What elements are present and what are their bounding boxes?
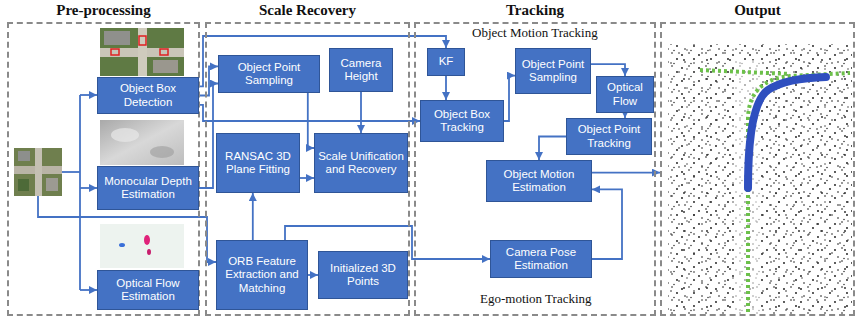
connector bbox=[199, 66, 218, 95]
box-label: ORB Feature Extraction and Matching bbox=[220, 255, 304, 295]
process-box: ORB Feature Extraction and Matching bbox=[216, 240, 308, 310]
process-box: Camera Height bbox=[329, 48, 393, 92]
region-heading: Output bbox=[660, 2, 855, 19]
box-label: Object Box Detection bbox=[101, 82, 195, 108]
input-wire bbox=[38, 95, 216, 290]
box-label: Optical Flow bbox=[600, 81, 650, 107]
connector bbox=[360, 92, 362, 133]
box-label: Scale Unification and Recovery bbox=[318, 150, 404, 176]
detection-image bbox=[100, 28, 184, 76]
output-map bbox=[668, 44, 852, 314]
process-box: Object Point Sampling bbox=[218, 55, 320, 93]
connector bbox=[252, 193, 254, 240]
process-box: KF bbox=[427, 48, 465, 76]
dashed-region: Scale RecoveryObject Point SamplingCamer… bbox=[205, 22, 410, 316]
input-image bbox=[14, 148, 62, 196]
dashed-region: Output bbox=[660, 22, 855, 316]
dashed-region: TrackingKFObject Box TrackingObject Poin… bbox=[414, 22, 656, 316]
region-heading: Pre-processing bbox=[7, 2, 200, 19]
process-box: Object Point Sampling bbox=[515, 48, 591, 94]
box-label: Camera Height bbox=[333, 57, 389, 83]
connector bbox=[539, 137, 566, 161]
box-label: Initialized 3D Points bbox=[322, 262, 404, 288]
section-label: Object Motion Tracking bbox=[470, 25, 600, 41]
process-box: Scale Unification and Recovery bbox=[314, 133, 408, 193]
box-label: RANSAC 3D Plane Fitting bbox=[220, 150, 296, 176]
connector bbox=[308, 274, 318, 276]
process-box: Object Motion Estimation bbox=[486, 160, 592, 202]
region-heading: Scale Recovery bbox=[205, 2, 410, 19]
connector bbox=[592, 172, 660, 174]
connector bbox=[504, 76, 515, 121]
box-label: Monocular Depth Estimation bbox=[101, 175, 195, 201]
process-box: Optical Flow Estimation bbox=[97, 270, 199, 310]
box-label: Object Motion Estimation bbox=[490, 168, 588, 194]
process-box: Object Box Detection bbox=[97, 77, 199, 114]
process-box: Initialized 3D Points bbox=[318, 251, 408, 299]
connector bbox=[199, 105, 420, 121]
process-box: Camera Pose Estimation bbox=[490, 240, 592, 278]
region-heading: Tracking bbox=[414, 2, 656, 19]
depth-image bbox=[100, 120, 184, 165]
process-box: Optical Flow bbox=[596, 76, 654, 113]
flow-image bbox=[100, 224, 184, 268]
box-label: Object Box Tracking bbox=[424, 108, 500, 134]
section-label: Ego-motion Tracking bbox=[478, 291, 594, 307]
connector bbox=[300, 177, 314, 179]
box-label: Object Point Sampling bbox=[519, 58, 587, 84]
process-box: Monocular Depth Estimation bbox=[97, 166, 199, 210]
box-label: KF bbox=[439, 55, 454, 68]
box-label: Object Point Sampling bbox=[222, 61, 316, 87]
connector bbox=[591, 64, 625, 76]
box-label: Object Point Tracking bbox=[570, 123, 648, 149]
box-label: Optical Flow Estimation bbox=[101, 277, 195, 303]
connector bbox=[445, 76, 447, 100]
process-box: RANSAC 3D Plane Fitting bbox=[216, 133, 300, 193]
box-label: Camera Pose Estimation bbox=[494, 246, 588, 272]
process-box: Object Box Tracking bbox=[420, 100, 504, 142]
dashed-region: Pre-processingObject Box DetectionMonocu… bbox=[7, 22, 200, 316]
process-box: Object Point Tracking bbox=[566, 118, 652, 155]
connector bbox=[592, 189, 622, 259]
